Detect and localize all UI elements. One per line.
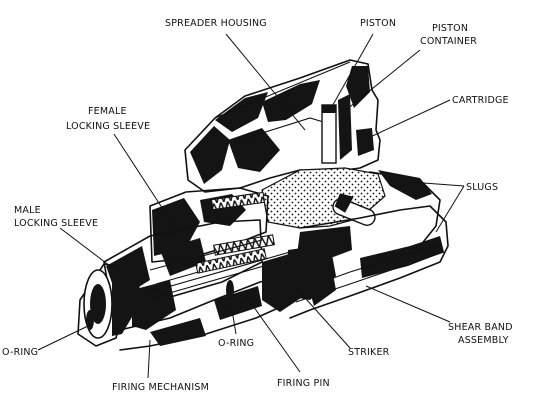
label-piston: PISTON [360, 18, 396, 29]
female-locking-sleeve-shape [149, 187, 269, 263]
spreader-housing-shape [184, 59, 381, 193]
leader-striker [297, 289, 351, 349]
label-female-sleeve-line2: LOCKING SLEEVE [66, 121, 150, 132]
o-ring-mid-shape [226, 280, 234, 300]
leader-o-ring-mid [229, 297, 237, 335]
label-shear-band-line1: SHEAR BAND [448, 322, 513, 333]
leader-cartridge [367, 99, 451, 139]
label-spreader-housing: SPREADER HOUSING [165, 18, 267, 29]
label-female-sleeve-line1: FEMALE [88, 106, 127, 117]
o-ring-left-shape [86, 310, 94, 330]
labels: SPREADER HOUSING PISTON PISTON CONTAINER… [2, 18, 513, 393]
leader-male-sleeve [59, 227, 111, 267]
leader-piston [329, 33, 374, 111]
striker-shape [262, 252, 336, 312]
firing-mechanism-shape [77, 258, 297, 351]
label-firing-pin: FIRING PIN [277, 378, 330, 389]
device-illustration [77, 59, 449, 351]
leader-slugs-a [409, 181, 465, 187]
label-firing-mechanism: FIRING MECHANISM [112, 382, 209, 393]
leader-female-sleeve [113, 133, 171, 221]
leader-firing-pin [245, 295, 301, 373]
label-shear-band-line2: ASSEMBLY [458, 335, 509, 346]
leader-o-ring-left [37, 325, 89, 351]
label-piston-container-line2: CONTAINER [420, 36, 477, 47]
label-male-sleeve-line2: LOCKING SLEEVE [14, 218, 98, 229]
label-striker: STRIKER [348, 347, 390, 358]
leader-shear-band [365, 285, 451, 323]
piston-shape [321, 104, 337, 164]
leader-firing-mechanism [147, 339, 151, 379]
cartridge-shape [356, 128, 374, 156]
label-cartridge: CARTRIDGE [452, 95, 509, 106]
leader-lines [37, 33, 465, 379]
leader-spreader-housing [225, 33, 306, 131]
leader-slugs-b [435, 185, 465, 233]
piston-container-shape [338, 94, 352, 160]
label-piston-container-line1: PISTON [432, 23, 468, 34]
label-o-ring-mid: O-RING [218, 338, 254, 349]
label-male-sleeve-line1: MALE [14, 205, 41, 216]
leader-piston-container [345, 49, 421, 111]
label-slugs: SLUGS [466, 182, 498, 193]
label-o-ring-left: O-RING [2, 347, 38, 358]
